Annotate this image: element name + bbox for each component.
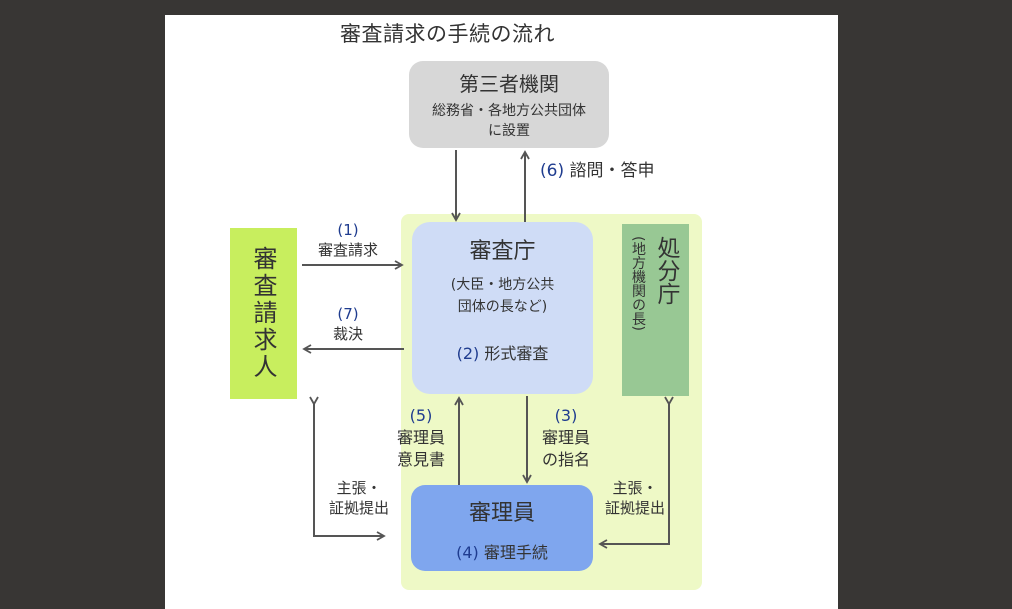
- edge-1-text: 審査請求: [317, 241, 378, 259]
- step-2-label: 形式審査: [484, 344, 549, 363]
- requester-name: 審査請求人: [249, 246, 277, 381]
- third-party-desc: 総務省・各地方公共団体 に設置: [409, 101, 609, 141]
- requester-box: 審査請求人: [230, 228, 297, 399]
- examiner-box: 審理員 (4) 審理手続: [411, 485, 593, 571]
- arrow-left-claim: [309, 396, 386, 541]
- third-party-line1: 総務省・各地方公共団体: [432, 103, 586, 119]
- edge-6-text: 諮問・答申: [569, 161, 655, 181]
- examiner-name: 審理員: [468, 501, 535, 526]
- edge-3-number: (3): [554, 406, 578, 425]
- review-agency-step: (2) 形式審査: [412, 340, 593, 364]
- edge-5-label: (5) 審理員 意見書: [389, 405, 453, 471]
- edge-7-label: (7) 裁決: [302, 304, 394, 344]
- third-party-name: 第三者機関: [459, 72, 559, 96]
- edge-3-line1: 審理員: [541, 428, 590, 447]
- step-4-number: (4): [456, 543, 479, 562]
- edge-6-number: (6): [540, 161, 565, 181]
- edge-3-label: (3) 審理員 の指名: [534, 405, 598, 471]
- edge-5-number: (5): [409, 406, 433, 425]
- examiner-step: (4) 審理手続: [411, 539, 593, 563]
- review-agency-name: 審査庁: [469, 239, 536, 264]
- step-2-number: (2): [456, 344, 480, 363]
- review-agency-desc: (大臣・地方公共 団体の長など): [412, 274, 593, 318]
- edge-1-label: (1) 審査請求: [302, 220, 394, 260]
- diagram-title: 審査請求の手続の流れ: [340, 22, 555, 46]
- disposing-agency-sub: (地方機関の長): [630, 236, 646, 331]
- review-agency-line1: (大臣・地方公共: [450, 277, 555, 293]
- disposing-agency-box: 処分庁 (地方機関の長): [622, 224, 689, 396]
- disposing-agency-name: 処分庁: [653, 236, 679, 305]
- edge-7-text: 裁決: [332, 325, 363, 343]
- step-4-label: 審理手続: [483, 543, 548, 562]
- edge-5-line2: 意見書: [396, 450, 445, 469]
- third-party-line2: に設置: [488, 123, 530, 139]
- arrow-right-claim: [598, 396, 674, 549]
- review-agency-box: 審査庁 (大臣・地方公共 団体の長など) (2) 形式審査: [412, 222, 593, 394]
- edge-1-number: (1): [337, 221, 359, 239]
- edge-6-label: (6) 諮問・答申: [540, 161, 655, 181]
- review-agency-line2: 団体の長など): [457, 299, 548, 315]
- edge-3-line2: の指名: [541, 450, 590, 469]
- edge-5-line1: 審理員: [396, 428, 445, 447]
- edge-7-number: (7): [337, 305, 359, 323]
- third-party-box: 第三者機関 総務省・各地方公共団体 に設置: [409, 61, 609, 148]
